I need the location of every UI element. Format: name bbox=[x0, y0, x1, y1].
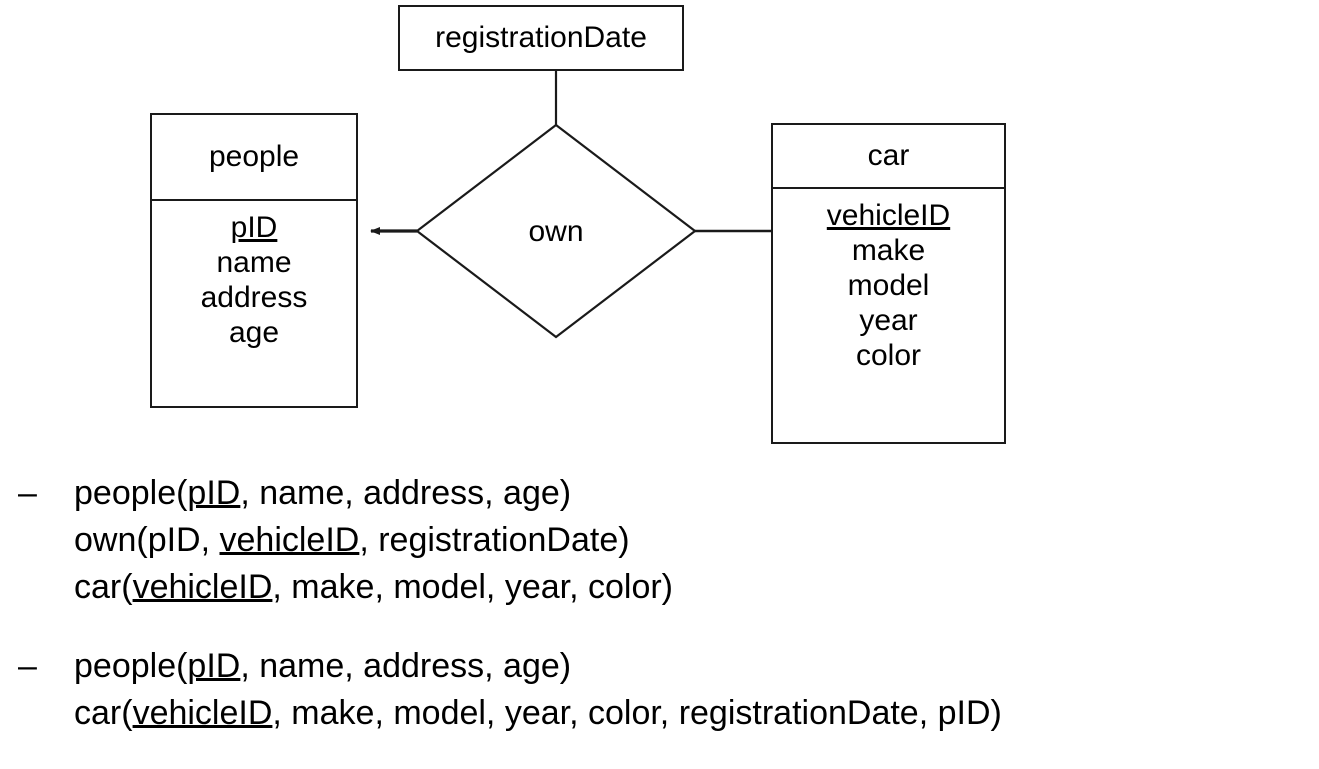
schema-lines: people(pID, name, address, age)car(vehic… bbox=[74, 643, 1319, 737]
entity-attributes-car: vehicleID make model year color bbox=[773, 189, 1004, 442]
entity-box-people: people pID name address age bbox=[150, 113, 358, 408]
schema-relation-line: people(pID, name, address, age) bbox=[74, 643, 1319, 690]
attribute-box-registrationdate: registrationDate bbox=[398, 5, 684, 71]
attribute-people-pid: pID bbox=[230, 211, 278, 244]
entity-box-car: car vehicleID make model year color bbox=[771, 123, 1006, 444]
primary-key-text: pID bbox=[187, 647, 241, 685]
schema-block: –people(pID, name, address, age)car(vehi… bbox=[0, 643, 1319, 737]
attribute-car-color: color bbox=[855, 339, 922, 372]
attribute-car-make: make bbox=[851, 234, 926, 267]
er-diagram: registrationDate own people pID name add… bbox=[150, 5, 1006, 444]
relation-text: car( bbox=[74, 694, 133, 732]
own-relationship-diamond bbox=[415, 123, 697, 339]
schema-block: –people(pID, name, address, age)own(pID,… bbox=[0, 470, 1319, 611]
attribute-car-vehicleid: vehicleID bbox=[826, 199, 951, 232]
relation-text: , make, model, year, color, registration… bbox=[272, 694, 1002, 732]
er-diagram-connectors bbox=[370, 71, 771, 339]
schema-relation-line: own(pID, vehicleID, registrationDate) bbox=[74, 517, 1319, 564]
primary-key-text: vehicleID bbox=[219, 521, 360, 559]
relation-text: people( bbox=[74, 647, 188, 685]
relation-text: , registrationDate) bbox=[359, 521, 630, 559]
schema-relation-line: car(vehicleID, make, model, year, color) bbox=[74, 564, 1319, 611]
primary-key-text: vehicleID bbox=[132, 694, 273, 732]
primary-key-text: pID bbox=[187, 474, 241, 512]
attribute-car-model: model bbox=[847, 269, 930, 302]
attribute-people-age: age bbox=[228, 316, 280, 349]
entity-attributes-people: pID name address age bbox=[152, 201, 356, 406]
attribute-people-address: address bbox=[200, 281, 308, 314]
relation-text: , name, address, age) bbox=[240, 474, 572, 512]
entity-title-people: people bbox=[152, 115, 356, 201]
attribute-people-name: name bbox=[216, 246, 292, 279]
entity-title-car: car bbox=[773, 125, 1004, 189]
relational-schema-list: –people(pID, name, address, age)own(pID,… bbox=[0, 470, 1319, 769]
relation-text: own(pID, bbox=[74, 521, 220, 559]
schema-relation-line: car(vehicleID, make, model, year, color,… bbox=[74, 690, 1319, 737]
relation-text: , make, model, year, color) bbox=[272, 568, 674, 606]
schema-lines: people(pID, name, address, age)own(pID, … bbox=[74, 470, 1319, 611]
bullet-dash-icon: – bbox=[18, 474, 37, 512]
schema-relation-line: people(pID, name, address, age) bbox=[74, 470, 1319, 517]
relation-text: people( bbox=[74, 474, 188, 512]
attribute-car-year: year bbox=[859, 304, 918, 337]
relation-text: , name, address, age) bbox=[240, 647, 572, 685]
attribute-label-registrationdate: registrationDate bbox=[435, 21, 647, 54]
relation-text: car( bbox=[74, 568, 133, 606]
relationship-label-own: own bbox=[528, 215, 584, 248]
primary-key-text: vehicleID bbox=[132, 568, 273, 606]
bullet-dash-icon: – bbox=[18, 647, 37, 685]
